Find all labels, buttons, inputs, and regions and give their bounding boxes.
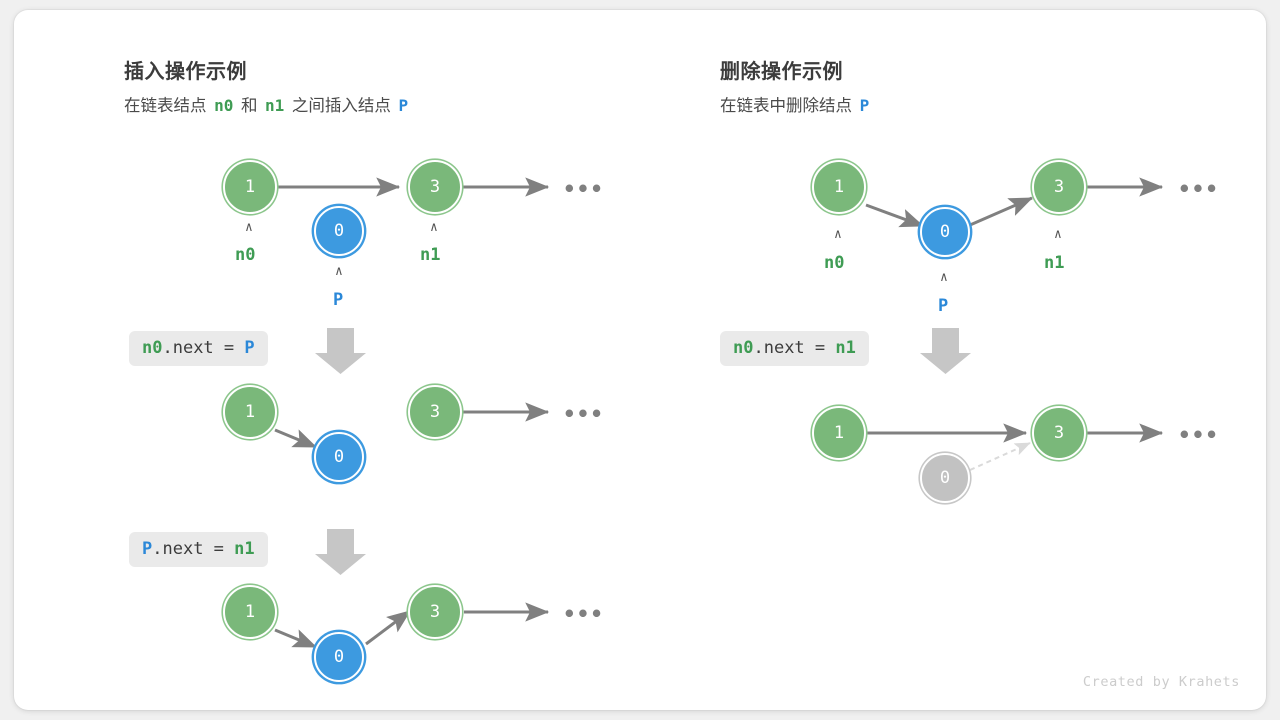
delete-panel-title: 删除操作示例 (720, 61, 843, 83)
diagram-card: 插入操作示例 在链表结点 n0 和 n1 之间插入结点 P (14, 10, 1266, 710)
list-tail-ellipsis: ••• (563, 402, 604, 426)
node-pointer-label: n1 (420, 245, 441, 265)
caret-icon: ∧ (335, 264, 343, 279)
code-chip-insert-step1: n0.next = P (129, 331, 268, 367)
caret-icon: ∧ (940, 270, 948, 285)
node-pointer-label: n0 (235, 245, 256, 265)
code-token-n0: n0 (142, 338, 163, 358)
down-arrow-step1 (920, 328, 971, 374)
edge-n0-to-p-stage2 (274, 428, 318, 449)
caret-icon: ∧ (834, 227, 842, 242)
panel-insert-operation: 插入操作示例 在链表结点 n0 和 n1 之间插入结点 P (14, 10, 640, 710)
node-value: 0 (314, 432, 364, 482)
list-tail-ellipsis: ••• (563, 177, 604, 201)
node-value: 1 (223, 160, 277, 214)
node-value: 1 (812, 160, 866, 214)
down-arrow-step2 (315, 529, 366, 575)
node-value: 0 (314, 206, 364, 256)
edge-deleted-p-to-n1-dashed (969, 442, 1031, 471)
code-token-n1: n1 (234, 539, 255, 559)
node-pointer-label: n1 (1044, 253, 1065, 273)
code-token-p: P (142, 539, 153, 559)
code-token-n1: n1 (835, 338, 856, 358)
caret-icon: ∧ (430, 220, 438, 235)
code-token-next: .next = (162, 338, 245, 358)
node-value: 1 (223, 385, 277, 439)
down-arrow-step1 (315, 328, 366, 374)
node-value: 1 (223, 585, 277, 639)
subtitle-var-n1: n1 (265, 96, 285, 115)
node-value: 3 (408, 585, 462, 639)
edge-p-to-n1-stage3 (365, 609, 411, 646)
panel-delete-operation: 删除操作示例 在链表中删除结点 P (640, 10, 1266, 710)
list-tail-ellipsis: ••• (563, 602, 604, 626)
subtitle-seg-0: 在链表中删除结点 (720, 97, 857, 115)
edge-n0-to-p-stage1 (865, 203, 925, 228)
list-tail-ellipsis: ••• (1178, 177, 1219, 201)
subtitle-seg-0: 在链表结点 (124, 97, 212, 115)
insert-panel-title: 插入操作示例 (124, 61, 247, 83)
code-token-n0: n0 (733, 338, 754, 358)
delete-panel-subtitle: 在链表中删除结点 P (720, 92, 872, 116)
caret-icon: ∧ (1054, 227, 1062, 242)
list-tail-ellipsis: ••• (1178, 423, 1219, 447)
code-token-next: .next = (152, 539, 235, 559)
watermark-credit: Created by Krahets (1082, 674, 1240, 690)
subtitle-var-p: P (859, 96, 870, 115)
insert-panel-subtitle: 在链表结点 n0 和 n1 之间插入结点 P (124, 92, 411, 116)
caret-icon: ∧ (245, 220, 253, 235)
node-pointer-label: n0 (824, 253, 845, 273)
node-value-deleted: 0 (920, 453, 970, 503)
node-value: 1 (812, 406, 866, 460)
node-value: 0 (920, 207, 970, 257)
node-value: 3 (408, 160, 462, 214)
code-token-p: P (244, 338, 255, 358)
node-value: 3 (1032, 406, 1086, 460)
subtitle-var-n0: n0 (214, 96, 234, 115)
node-value: 3 (1032, 160, 1086, 214)
subtitle-seg-4: 之间插入结点 (287, 97, 396, 115)
code-token-next: .next = (753, 338, 836, 358)
node-value: 3 (408, 385, 462, 439)
edge-n0-to-p-stage3 (274, 628, 318, 649)
node-value: 0 (314, 632, 364, 682)
node-pointer-label: P (333, 290, 344, 310)
subtitle-seg-2: 和 (236, 97, 263, 115)
node-pointer-label: P (938, 296, 949, 316)
edge-p-to-n1-stage1 (969, 196, 1034, 227)
code-chip-insert-step2: P.next = n1 (129, 532, 268, 568)
subtitle-var-p: P (398, 96, 409, 115)
code-chip-delete-step1: n0.next = n1 (720, 331, 869, 367)
